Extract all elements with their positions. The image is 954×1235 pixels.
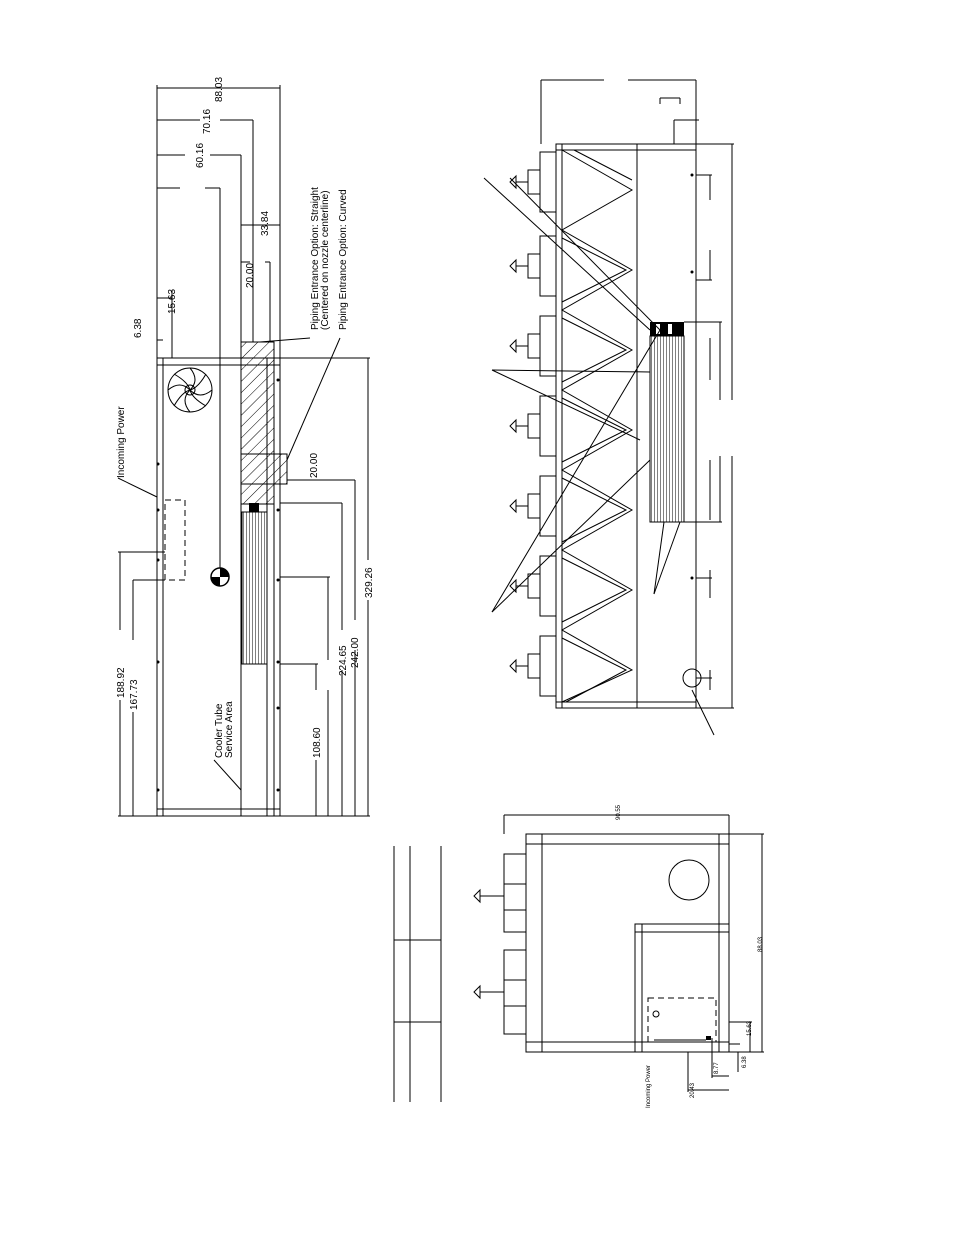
cooler-barrel — [242, 512, 267, 664]
end-dim-88-03: 88.03 — [758, 936, 764, 952]
fan-icon — [510, 396, 556, 456]
incoming-power-label: Incoming Power — [116, 406, 127, 478]
end-view-circle — [669, 860, 709, 900]
cooler-tube-label-2: Service Area — [224, 701, 235, 758]
dim-20-00-top: 20.00 — [245, 263, 256, 288]
condenser-coil-zigzag — [562, 150, 632, 702]
center-of-gravity-icon — [211, 568, 229, 586]
fan-icon — [510, 476, 556, 536]
piping-curved-label: Piping Entrance Option: Curved — [338, 189, 349, 330]
fan-icon — [510, 556, 556, 616]
control-box-fan-icon — [168, 368, 212, 412]
end-incoming-power-label: Incoming Power — [646, 1065, 652, 1108]
end-dim-8-77: 8.77 — [714, 1062, 720, 1074]
plan-view: 88.03 70.16 60.16 33.84 20.00 15.63 6.38… — [116, 77, 375, 816]
dim-108-60: 108.60 — [312, 727, 323, 758]
side-top-dimensions — [541, 80, 699, 144]
fan-icon — [510, 236, 556, 296]
side-right-dimensions — [684, 144, 734, 708]
dim-88-03: 88.03 — [214, 77, 225, 102]
dim-242-00: 242.00 — [350, 637, 361, 668]
dim-188-92: 188.92 — [116, 667, 127, 698]
end-dim-15-63: 15.63 — [747, 1020, 753, 1036]
plan-right-dimensions — [280, 358, 370, 816]
piping-straight-label-2: (Centered on nozzle centerline) — [320, 190, 331, 330]
dim-6-38: 6.38 — [133, 318, 144, 338]
blank-table — [394, 846, 441, 1102]
dim-60-16: 60.16 — [195, 143, 206, 168]
end-dim-90-55: 90.55 — [616, 804, 622, 820]
piping-curved-area — [241, 454, 287, 484]
end-view: 90.55 88.03 15.63 6.38 8.77 20.43 Incomi… — [474, 804, 764, 1108]
fan-icon — [510, 316, 556, 376]
fan-row — [510, 152, 556, 696]
end-dim-6-38: 6.38 — [742, 1056, 748, 1068]
dim-329-26: 329.26 — [364, 567, 375, 598]
fan-icon — [510, 152, 556, 212]
dim-20-00-mid: 20.00 — [309, 453, 320, 478]
end-unit-outline — [526, 834, 729, 1052]
dim-70-16: 70.16 — [202, 109, 213, 134]
dim-224-65: 224.65 — [338, 645, 349, 676]
side-view — [484, 80, 734, 735]
end-dim-20-43: 20.43 — [690, 1082, 696, 1098]
end-dimensions — [504, 815, 764, 1092]
dim-33-84: 33.84 — [260, 211, 271, 236]
piping-straight-area — [241, 342, 274, 454]
cooler-tube-service-area — [241, 664, 267, 816]
fan-icon — [510, 636, 556, 696]
side-cooler-barrel — [650, 336, 684, 522]
end-cooler-box — [635, 924, 729, 1052]
control-panel-outline — [165, 500, 185, 580]
dim-15-63: 15.63 — [167, 289, 178, 314]
dim-167-73: 167.73 — [129, 679, 140, 710]
end-fans — [474, 854, 526, 1034]
